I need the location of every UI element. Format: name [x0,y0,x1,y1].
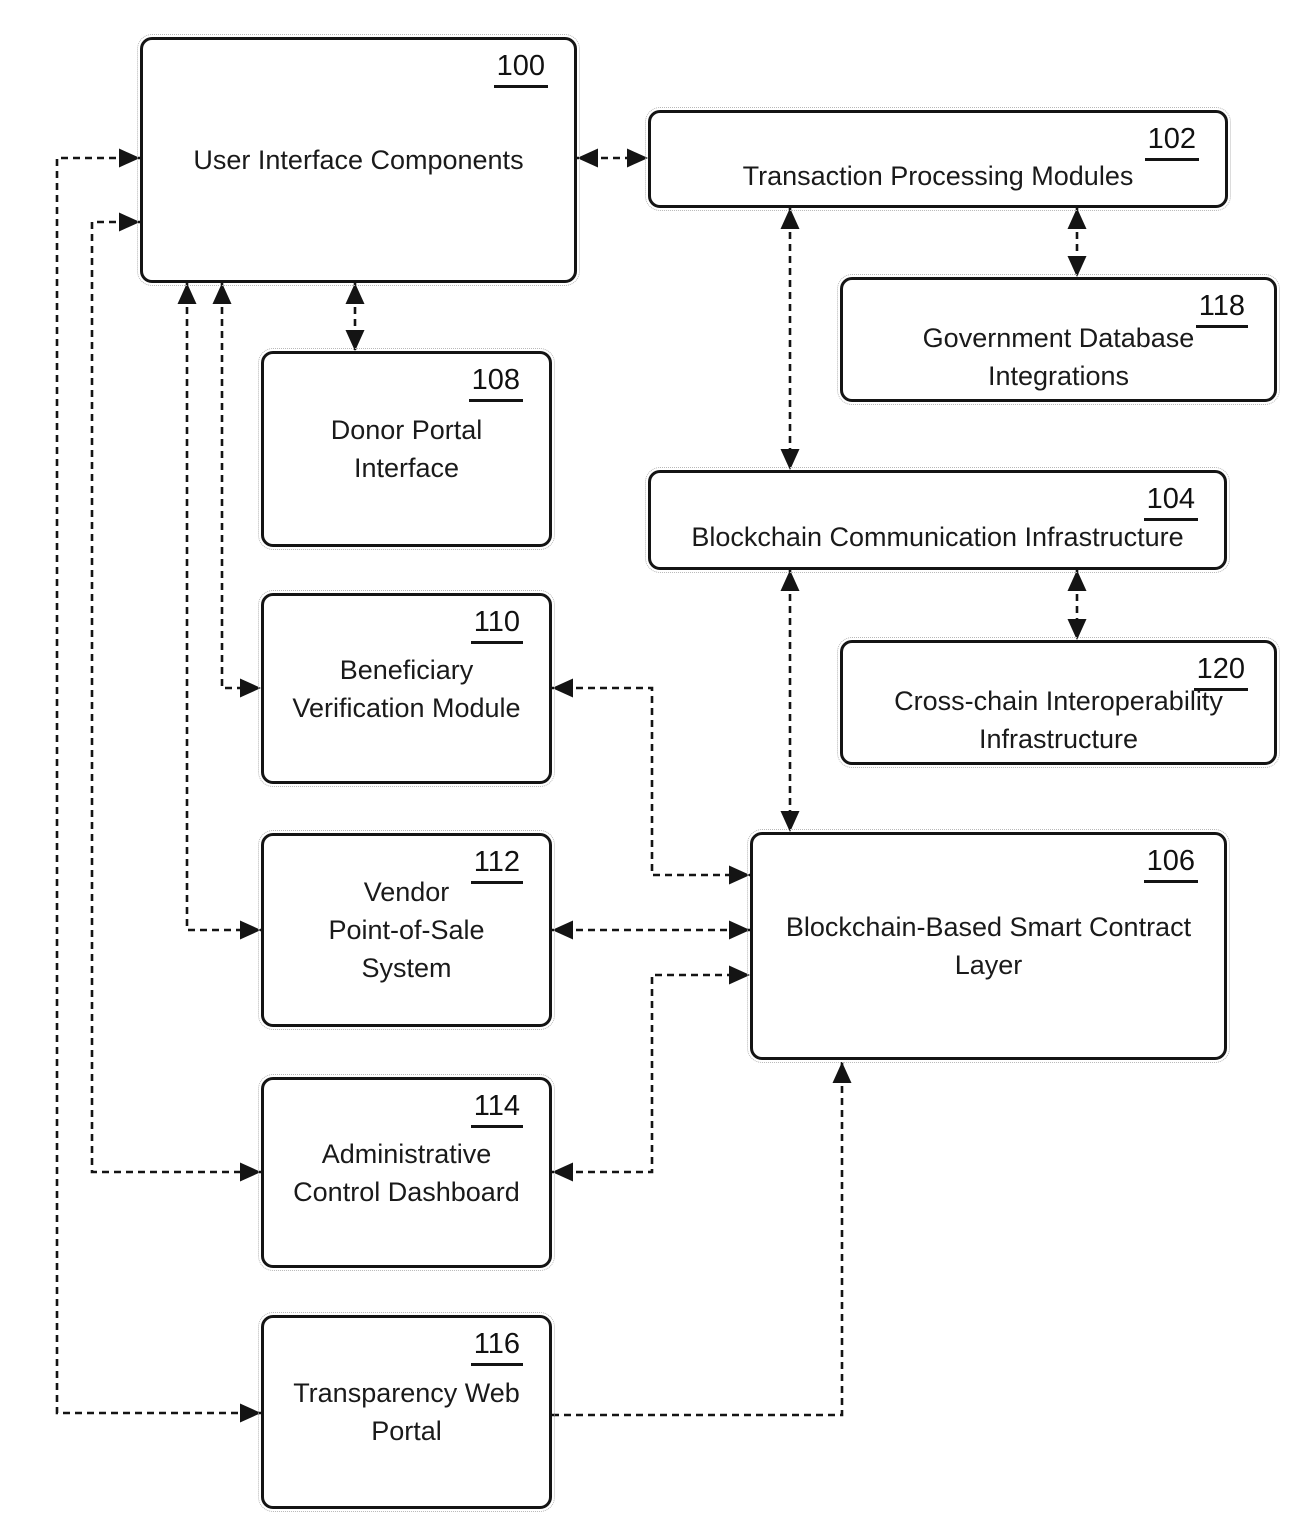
box-title: Transaction Processing Modules [742,161,1134,191]
arrowhead [780,449,800,470]
box-blockchain-based-smart-contract-layer: 106 Blockchain-Based Smart Contract Laye… [747,829,1230,1063]
box-title: Beneficiary [339,654,474,685]
box-transaction-processing-modules: 102 Transaction Processing Modules [645,107,1231,211]
arrowhead [240,678,261,698]
arrowhead [240,1403,261,1423]
arrowhead [345,283,365,304]
box-title: Portal [371,1416,442,1446]
arrowhead [832,1062,852,1083]
box-title: Vendor [363,877,450,907]
arrowhead [780,570,800,591]
connector-ui-to-admin-dashboard [90,220,261,1174]
arrowhead [729,920,750,940]
arrowhead [577,148,598,168]
connector-ui-to-beneficiary-verification [220,283,261,690]
ref-label-110: 110 [470,606,523,644]
arrowhead [1067,208,1087,229]
box-title: Administrative [321,1138,492,1169]
box-title: Control Dashboard [293,1176,520,1207]
ref-label-100: 100 [493,50,548,88]
ref-label-108: 108 [468,364,523,402]
ref-label-106: 106 [1143,845,1198,883]
arrowhead [552,920,573,940]
connector-admin-dashboard-to-smart-contract [552,973,750,1174]
connector-ui-to-vendor-pos [185,283,261,932]
arrowhead [1067,570,1087,591]
arrowhead [552,1162,573,1182]
box-government-database-integrations: 118 Government Database Integrations [837,274,1280,405]
arrowhead [177,283,197,304]
box-user-interface-components: 100 User Interface Components [137,34,580,286]
ref-label-118: 118 [1195,290,1248,328]
connector-ui-to-transparency-portal [55,156,261,1415]
arrowhead [240,920,261,940]
arrowhead [119,212,140,232]
box-title: Donor Portal [330,415,483,445]
box-title: Interface [353,453,460,483]
box-title: User Interface Components [193,145,524,175]
box-donor-portal-interface: 108 Donor Portal Interface [258,348,555,550]
connector-beneficiary-to-smart-contract [552,686,750,877]
box-title: System [361,953,452,983]
box-vendor-point-of-sale-system: 112 Vendor Point-of-Sale System [258,830,555,1030]
connector-transparency-portal-to-smart-contract [552,1062,844,1417]
box-beneficiary-verification-module: 110 Beneficiary Verification Module [258,590,555,787]
box-title: Layer [954,950,1023,980]
box-title: Infrastructure [978,723,1139,754]
box-title: Blockchain-Based Smart Contract [785,912,1192,942]
ref-label-116: 116 [470,1328,523,1366]
box-title: Point-of-Sale [328,915,485,945]
arrowhead [552,678,573,698]
box-blockchain-communication-infrastructure: 104 Blockchain Communication Infrastruct… [645,467,1230,573]
ref-label-112: 112 [470,846,523,884]
box-administrative-control-dashboard: 114 Administrative Control Dashboard [258,1074,555,1271]
box-transparency-web-portal: 116 Transparency Web Portal [258,1312,555,1512]
arrowhead [1067,256,1087,277]
box-title: Verification Module [292,692,521,723]
box-cross-chain-interoperability-infrastructure: 120 Cross-chain Interoperability Infrast… [837,637,1280,768]
ref-label-102: 102 [1144,123,1199,161]
box-title: Cross-chain Interoperability [894,685,1223,716]
box-title: Transparency Web [293,1378,520,1408]
box-title: Integrations [987,360,1130,391]
arrowhead [1067,619,1087,640]
box-title: Blockchain Communication Infrastructure [691,522,1184,552]
ref-label-104: 104 [1143,483,1198,521]
ref-label-114: 114 [470,1090,523,1128]
arrowhead [729,965,750,985]
arrowhead [780,208,800,229]
ref-label-120: 120 [1193,653,1248,691]
arrowhead [345,330,365,351]
arrowhead [627,148,648,168]
arrowhead [240,1162,261,1182]
arrowhead [119,148,140,168]
arrowhead [212,283,232,304]
arrowhead [780,811,800,832]
arrowhead [729,865,750,885]
box-title: Government Database [922,322,1195,353]
